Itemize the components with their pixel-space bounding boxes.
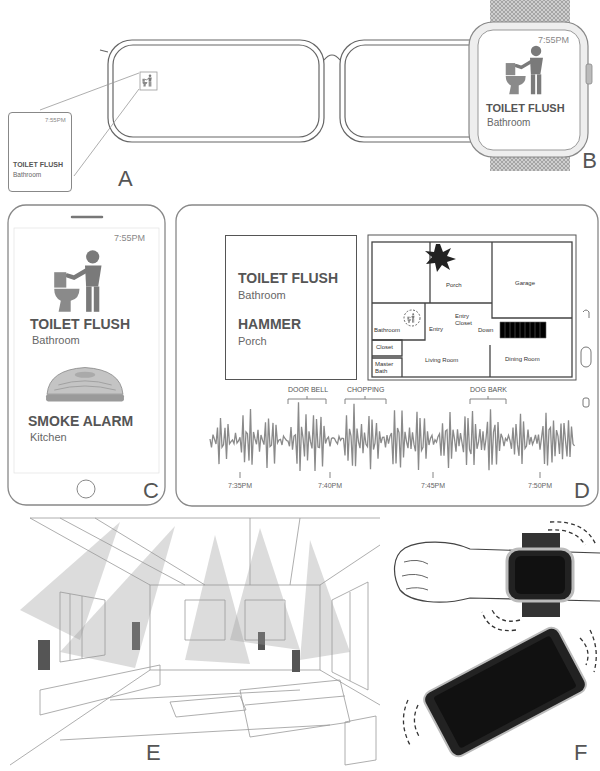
panel-letter: B <box>582 148 597 173</box>
time-tick-label: 7:45PM <box>421 482 445 490</box>
event-name: TOILET FLUSH <box>13 161 63 169</box>
sound-event-label: DOG BARK <box>470 386 507 394</box>
notification-inset: 7:55PM TOILET FLUSH Bathroom <box>8 112 72 192</box>
room-label: Garage <box>515 280 535 287</box>
time-stamp: 7:55PM <box>114 233 145 243</box>
panel-letter: C <box>143 478 159 503</box>
panel-letter: F <box>574 740 587 765</box>
panel-letter: E <box>146 740 161 765</box>
event-location: Bathroom <box>487 117 530 129</box>
sound-event-label: CHOPPING <box>347 386 384 394</box>
watch-screen: 7:55PM TOILET FLUSH Bathroom <box>478 30 580 150</box>
audio-waveform <box>210 402 575 471</box>
time-tick-label: 7:50PM <box>528 482 552 490</box>
event-list-box: TOILET FLUSH BathroomHAMMER Porch <box>225 235 357 380</box>
event-location: Porch <box>238 335 267 348</box>
time-tick-label: 7:40PM <box>318 482 342 490</box>
event-name: TOILET FLUSH <box>238 270 338 286</box>
room-label: Bathroom <box>374 327 400 334</box>
event-location: Kitchen <box>30 431 67 444</box>
room-label: Entry Closet <box>455 313 477 327</box>
room-label: Entry <box>429 326 443 333</box>
event-name: SMOKE ALARM <box>28 413 133 429</box>
event-location: Bathroom <box>13 171 41 178</box>
event-name: TOILET FLUSH <box>30 316 130 332</box>
sound-event-label: DOOR BELL <box>288 386 328 394</box>
panel-letter: D <box>574 478 590 503</box>
event-location: Bathroom <box>32 334 80 347</box>
event-name: HAMMER <box>238 316 301 332</box>
room-label: Dining Room <box>505 356 540 363</box>
panel-letter: A <box>118 166 133 191</box>
phone-screen: 7:55PM TOILET FLUSH BathroomSMOKE ALARM Kit… <box>14 228 159 473</box>
room-label: Down <box>478 327 493 334</box>
time-tick-label: 7:35PM <box>228 482 252 490</box>
time-stamp: 7:55PM <box>45 117 66 124</box>
room-label: Master Bath <box>375 361 399 375</box>
event-name: TOILET FLUSH <box>486 102 565 115</box>
event-location: Bathroom <box>238 289 286 302</box>
room-label: Porch <box>446 282 462 289</box>
time-stamp: 7:55PM <box>538 35 569 45</box>
room-label: Closet <box>376 344 393 351</box>
room-label: Living Room <box>425 357 458 364</box>
